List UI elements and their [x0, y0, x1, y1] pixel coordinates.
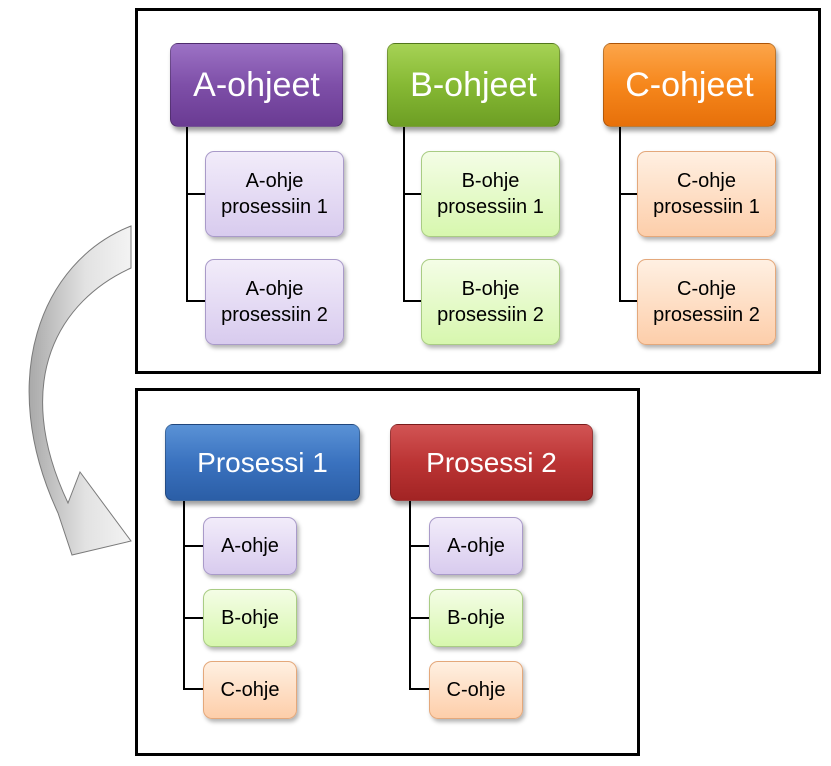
process-header-1: Prosessi 1	[165, 424, 360, 501]
group-header-c: C-ohjeet	[603, 43, 776, 127]
connector	[403, 300, 423, 302]
process-2-a-instruction: A-ohje	[429, 517, 523, 575]
process-2-b-instruction: B-ohje	[429, 589, 523, 647]
connector	[183, 545, 203, 547]
connector	[186, 126, 188, 302]
connector	[409, 500, 411, 690]
process-1-a-instruction: A-ohje	[203, 517, 297, 575]
connector	[183, 500, 185, 690]
connector	[403, 193, 423, 195]
connector	[409, 617, 429, 619]
connector	[403, 126, 405, 302]
group-header-b: B-ohjeet	[387, 43, 560, 127]
process-1-b-instruction: B-ohje	[203, 589, 297, 647]
connector	[619, 126, 621, 302]
connector	[186, 193, 206, 195]
process-1-c-instruction: C-ohje	[203, 661, 297, 719]
connector	[409, 688, 429, 690]
connector	[619, 300, 639, 302]
process-2-c-instruction: C-ohje	[429, 661, 523, 719]
connector	[186, 300, 206, 302]
connector	[183, 617, 203, 619]
connector	[409, 545, 429, 547]
connector	[619, 193, 639, 195]
process-header-2: Prosessi 2	[390, 424, 593, 501]
group-header-a: A-ohjeet	[170, 43, 343, 127]
connector	[183, 688, 203, 690]
